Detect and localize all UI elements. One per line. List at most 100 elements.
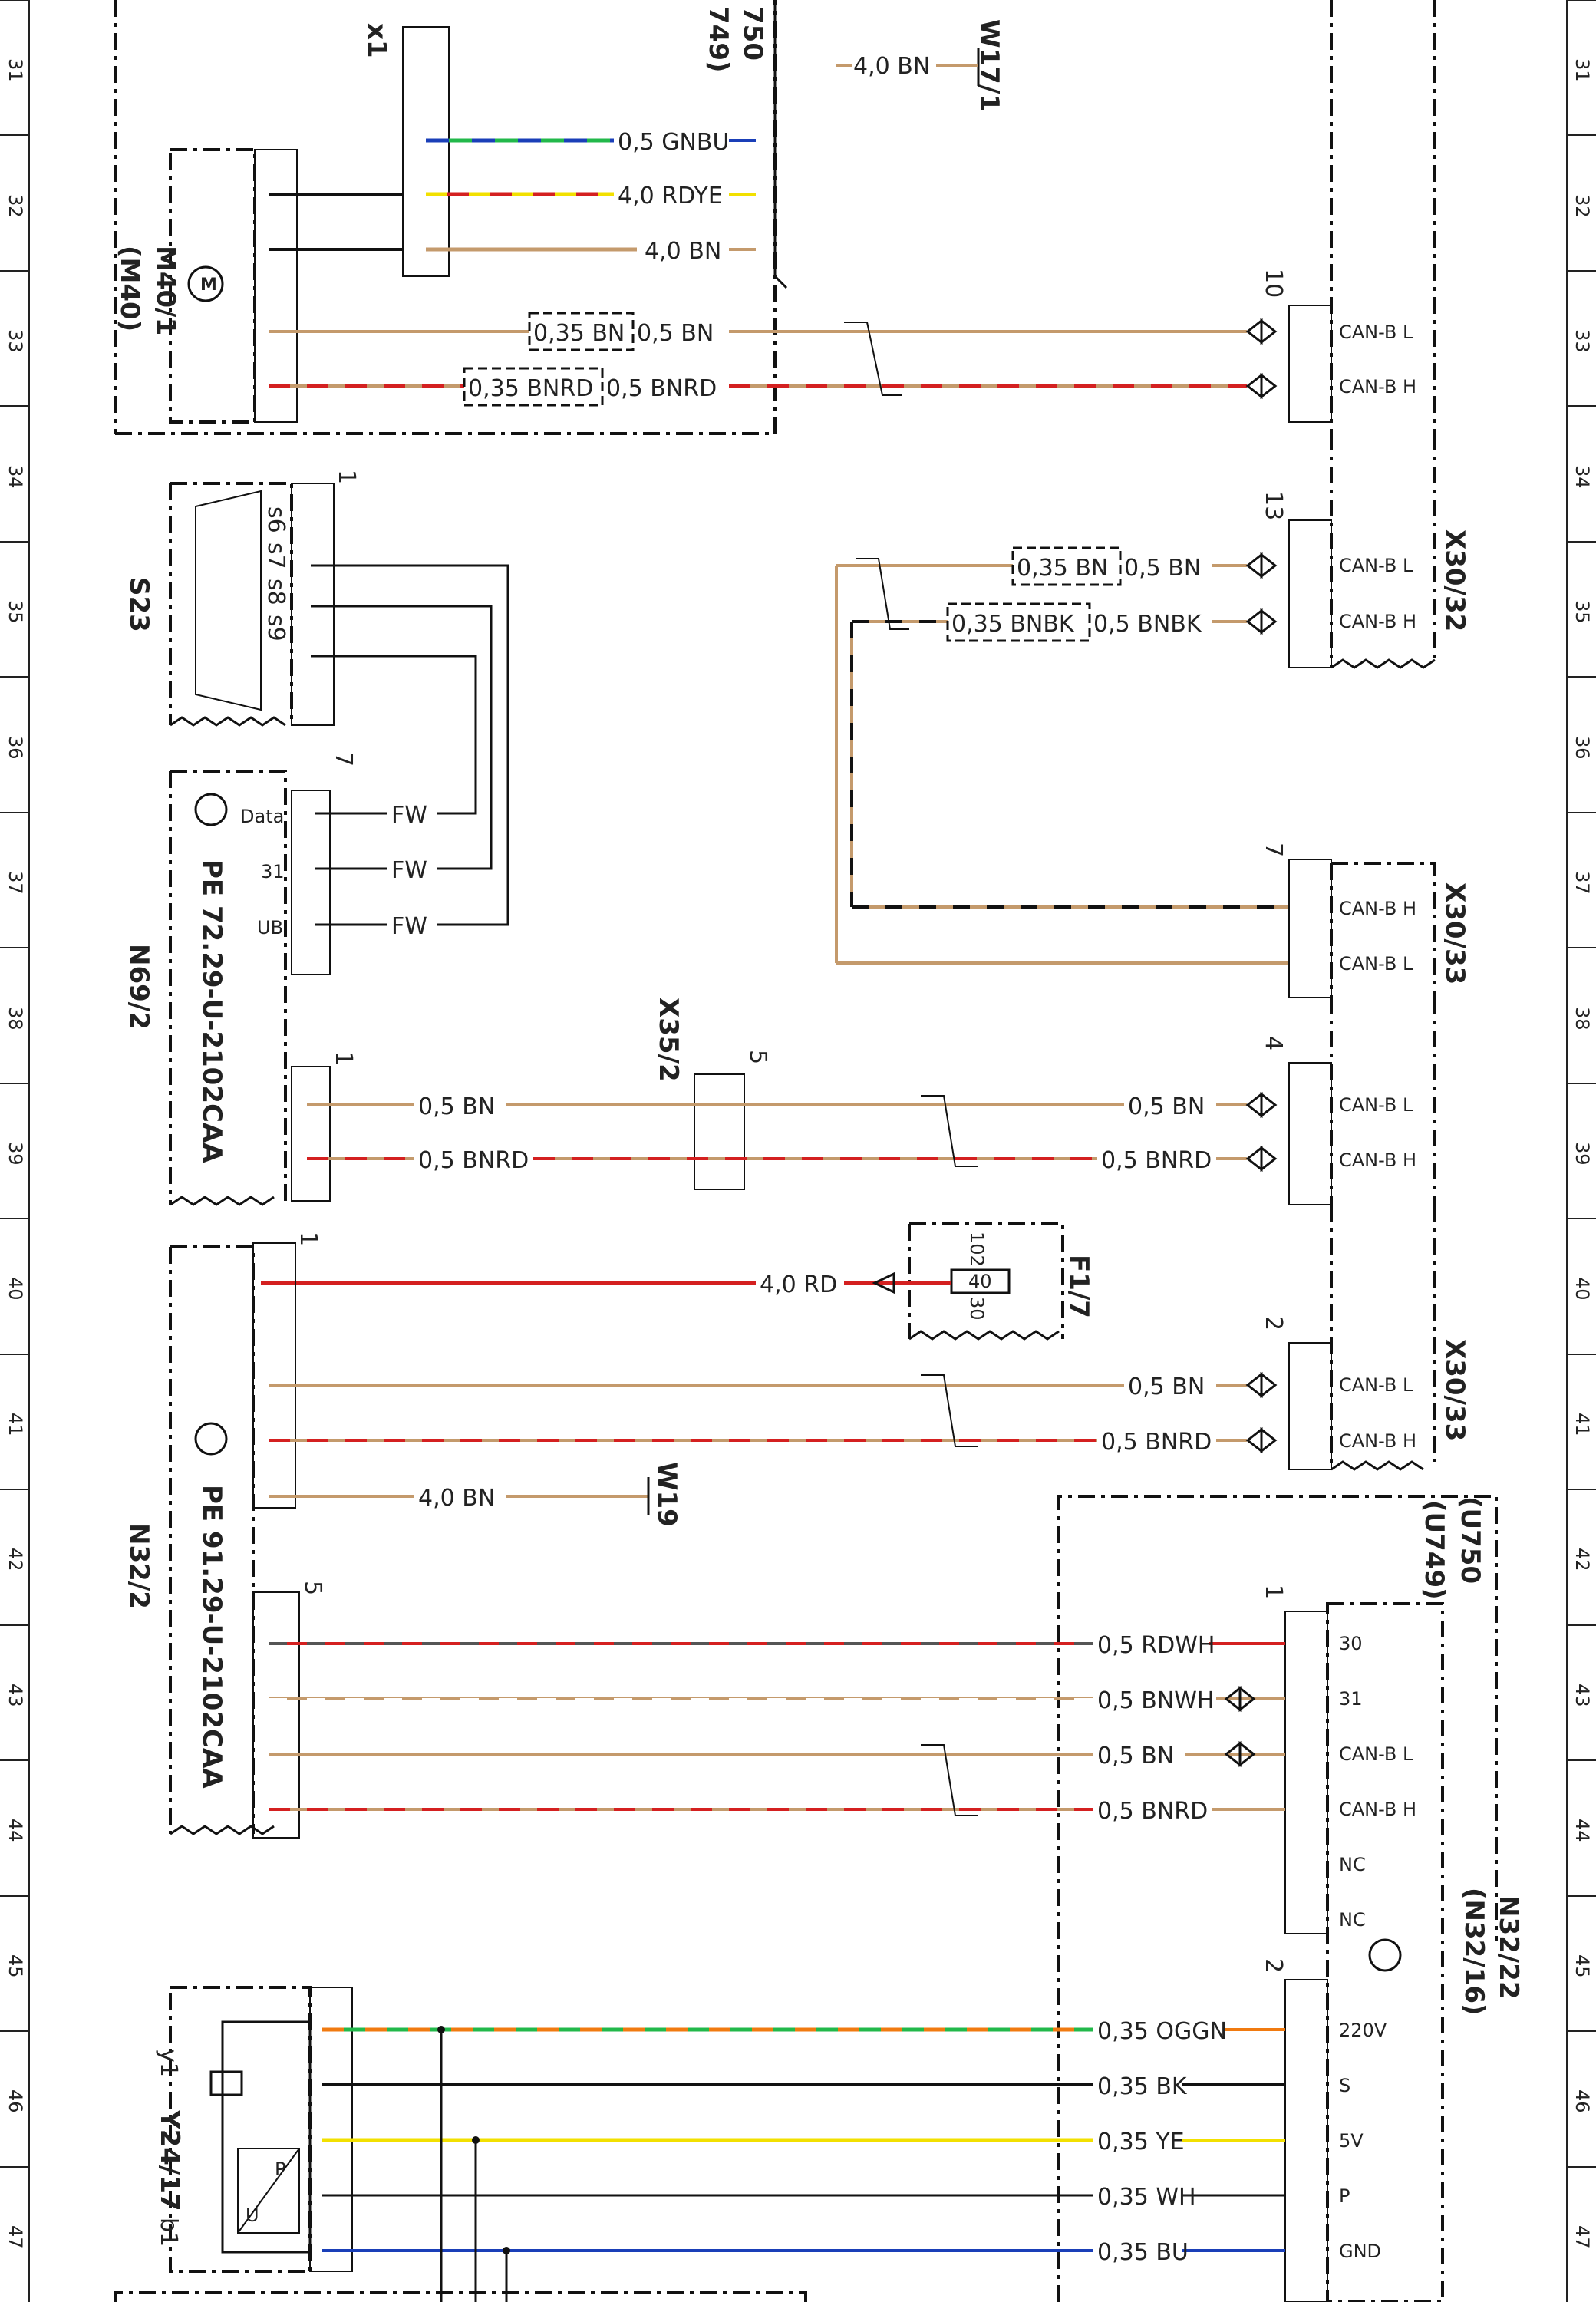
- x30-33c-num: 2: [1260, 1316, 1287, 1331]
- y24-17-label: Y24/17: [154, 2109, 185, 2211]
- pin-can-bl-5: CAN-B L: [1339, 1374, 1413, 1396]
- wire-x30-32-bh: [850, 620, 1289, 909]
- grid-row-label: 37: [1571, 871, 1593, 895]
- x30-33a-num: 7: [1260, 843, 1287, 857]
- grid-row-label: 37: [5, 871, 26, 895]
- wire-w8b: 0,5 BNBK: [1093, 611, 1202, 638]
- pin-can-bh-6: CAN-B H: [1339, 1799, 1416, 1820]
- grid-row-label: 42: [5, 1548, 26, 1571]
- grid-row-label: 36: [5, 736, 26, 760]
- grid-row-label: 36: [1571, 736, 1593, 760]
- wire-x30-32-bl: [835, 564, 1289, 965]
- pin-can-bl-2: CAN-B L: [1339, 555, 1413, 576]
- pin-can-bl-4: CAN-B L: [1339, 1094, 1413, 1116]
- pin-s: S: [1339, 2075, 1350, 2096]
- grid-row-label: 33: [1571, 329, 1593, 353]
- can-arrow-icon: [1245, 1091, 1278, 1119]
- wire-w7b: 0,5 BN: [1124, 555, 1201, 582]
- wire-w10a: 0,5 BNRD: [418, 1147, 529, 1174]
- wire-w5b: 0,5 BN: [637, 320, 714, 347]
- s23-label: S23: [124, 577, 154, 632]
- can-arrows: [1224, 318, 1278, 1768]
- n69-2-pe: PE 72.29-U-2102CAA: [196, 859, 227, 1163]
- pin-s8: s8: [262, 579, 289, 605]
- wire-fw3: FW: [391, 913, 427, 940]
- wire-n32-w19: [269, 1477, 650, 1515]
- can-arrow-icon: [1245, 608, 1278, 635]
- grid-row-label: 44: [1571, 1819, 1593, 1842]
- wire-w6b: 0,5 BNRD: [606, 375, 717, 402]
- valve-icon: [209, 2070, 243, 2096]
- wire-fw-group: [311, 564, 509, 926]
- b1-label: b1: [155, 2218, 182, 2247]
- grid-row-label: 42: [1571, 1548, 1593, 1571]
- tap-dots: [437, 2026, 510, 2254]
- wire-w22: 0,35 WH: [1097, 2184, 1196, 2211]
- s23-block: [169, 482, 335, 727]
- x30-top-num: 10: [1260, 269, 1287, 298]
- n69-2-block: [169, 770, 331, 1206]
- grid-row-label: 33: [5, 329, 26, 353]
- y24-17-block: [169, 1986, 353, 2273]
- x30-33a-label: X30/33: [1439, 882, 1470, 984]
- grid-row-label: 34: [5, 465, 26, 489]
- wire-w19: 0,35 OGGN: [1097, 2018, 1227, 2045]
- wire-fw2: FW: [391, 857, 427, 884]
- grid-row-label: 43: [1571, 1684, 1593, 1707]
- transistor-icon: [194, 793, 228, 826]
- can-arrow-icon: [1245, 318, 1278, 345]
- n32b-num: 5: [299, 1581, 326, 1595]
- pin-data: Data: [240, 806, 284, 827]
- m40-1-label: M40/1: [150, 246, 181, 335]
- can-arrow-icon: [1245, 1371, 1278, 1399]
- sensor-icon: [237, 2148, 300, 2234]
- wire-fw1: FW: [391, 802, 427, 829]
- grid-row-label: 47: [1571, 2225, 1593, 2249]
- can-arrow-icon: [1245, 1426, 1278, 1454]
- sensor-u: U: [246, 2205, 259, 2226]
- wire-w21: 0,35 YE: [1097, 2129, 1185, 2155]
- wire-w1: 4,0 BN: [853, 53, 930, 80]
- pin-gnd: GND: [1339, 2241, 1381, 2262]
- n32-22-label: N32/22: [1493, 1895, 1524, 2000]
- wire-w17: 0,5 BN: [1097, 1743, 1174, 1769]
- pin-can-bh-3: CAN-B H: [1339, 898, 1416, 919]
- pin-can-bl-3: CAN-B L: [1339, 953, 1413, 975]
- f17-40: 40: [968, 1271, 992, 1292]
- m40-label: (M40): [114, 246, 145, 331]
- wire-w18: 0,5 BNRD: [1097, 1798, 1208, 1825]
- can-arrow-icon: [1245, 372, 1278, 400]
- svg-text:M: M: [200, 275, 217, 295]
- can-arrow-icon: [1224, 1685, 1256, 1713]
- wire-w5a: 0,35 BN: [533, 320, 625, 347]
- motor-icon: [187, 265, 224, 302]
- wire-w12: 0,5 BN: [1128, 1374, 1205, 1400]
- x35-2-label: X35/2: [653, 998, 684, 1082]
- can-arrow-icon: [1245, 552, 1278, 579]
- n32-22-block: [1057, 1495, 1498, 2302]
- n32-2-block: [169, 1242, 300, 1839]
- grid-row-label: 35: [5, 600, 26, 624]
- wire-w9b: 0,5 BN: [1128, 1093, 1205, 1120]
- grid-row-label: 47: [5, 2225, 26, 2249]
- grid-row-label: 46: [1571, 2089, 1593, 2113]
- n32-num: 1: [295, 1232, 322, 1246]
- grid-row-label: 38: [5, 1007, 26, 1031]
- pin-can-bh-4: CAN-B H: [1339, 1149, 1416, 1171]
- grid-row-label: 41: [5, 1413, 26, 1436]
- u750-top-label: 750: [737, 6, 768, 61]
- pin-can-bh-1: CAN-B H: [1339, 376, 1416, 397]
- pin-can-bl-1: CAN-B L: [1339, 322, 1413, 343]
- tap-lines: [440, 2030, 508, 2302]
- u749-top-label: 749): [703, 6, 734, 73]
- grid-row-label: 44: [5, 1819, 26, 1842]
- grid-row-label: 41: [1571, 1413, 1593, 1436]
- connector-arrow-icon: [872, 1271, 895, 1294]
- f1-7-label: F1/7: [1063, 1255, 1094, 1318]
- sensor-p: P: [275, 2159, 285, 2180]
- m40-1-block: M: [114, 0, 777, 435]
- x30-33b-label: X30/33: [1439, 1339, 1470, 1441]
